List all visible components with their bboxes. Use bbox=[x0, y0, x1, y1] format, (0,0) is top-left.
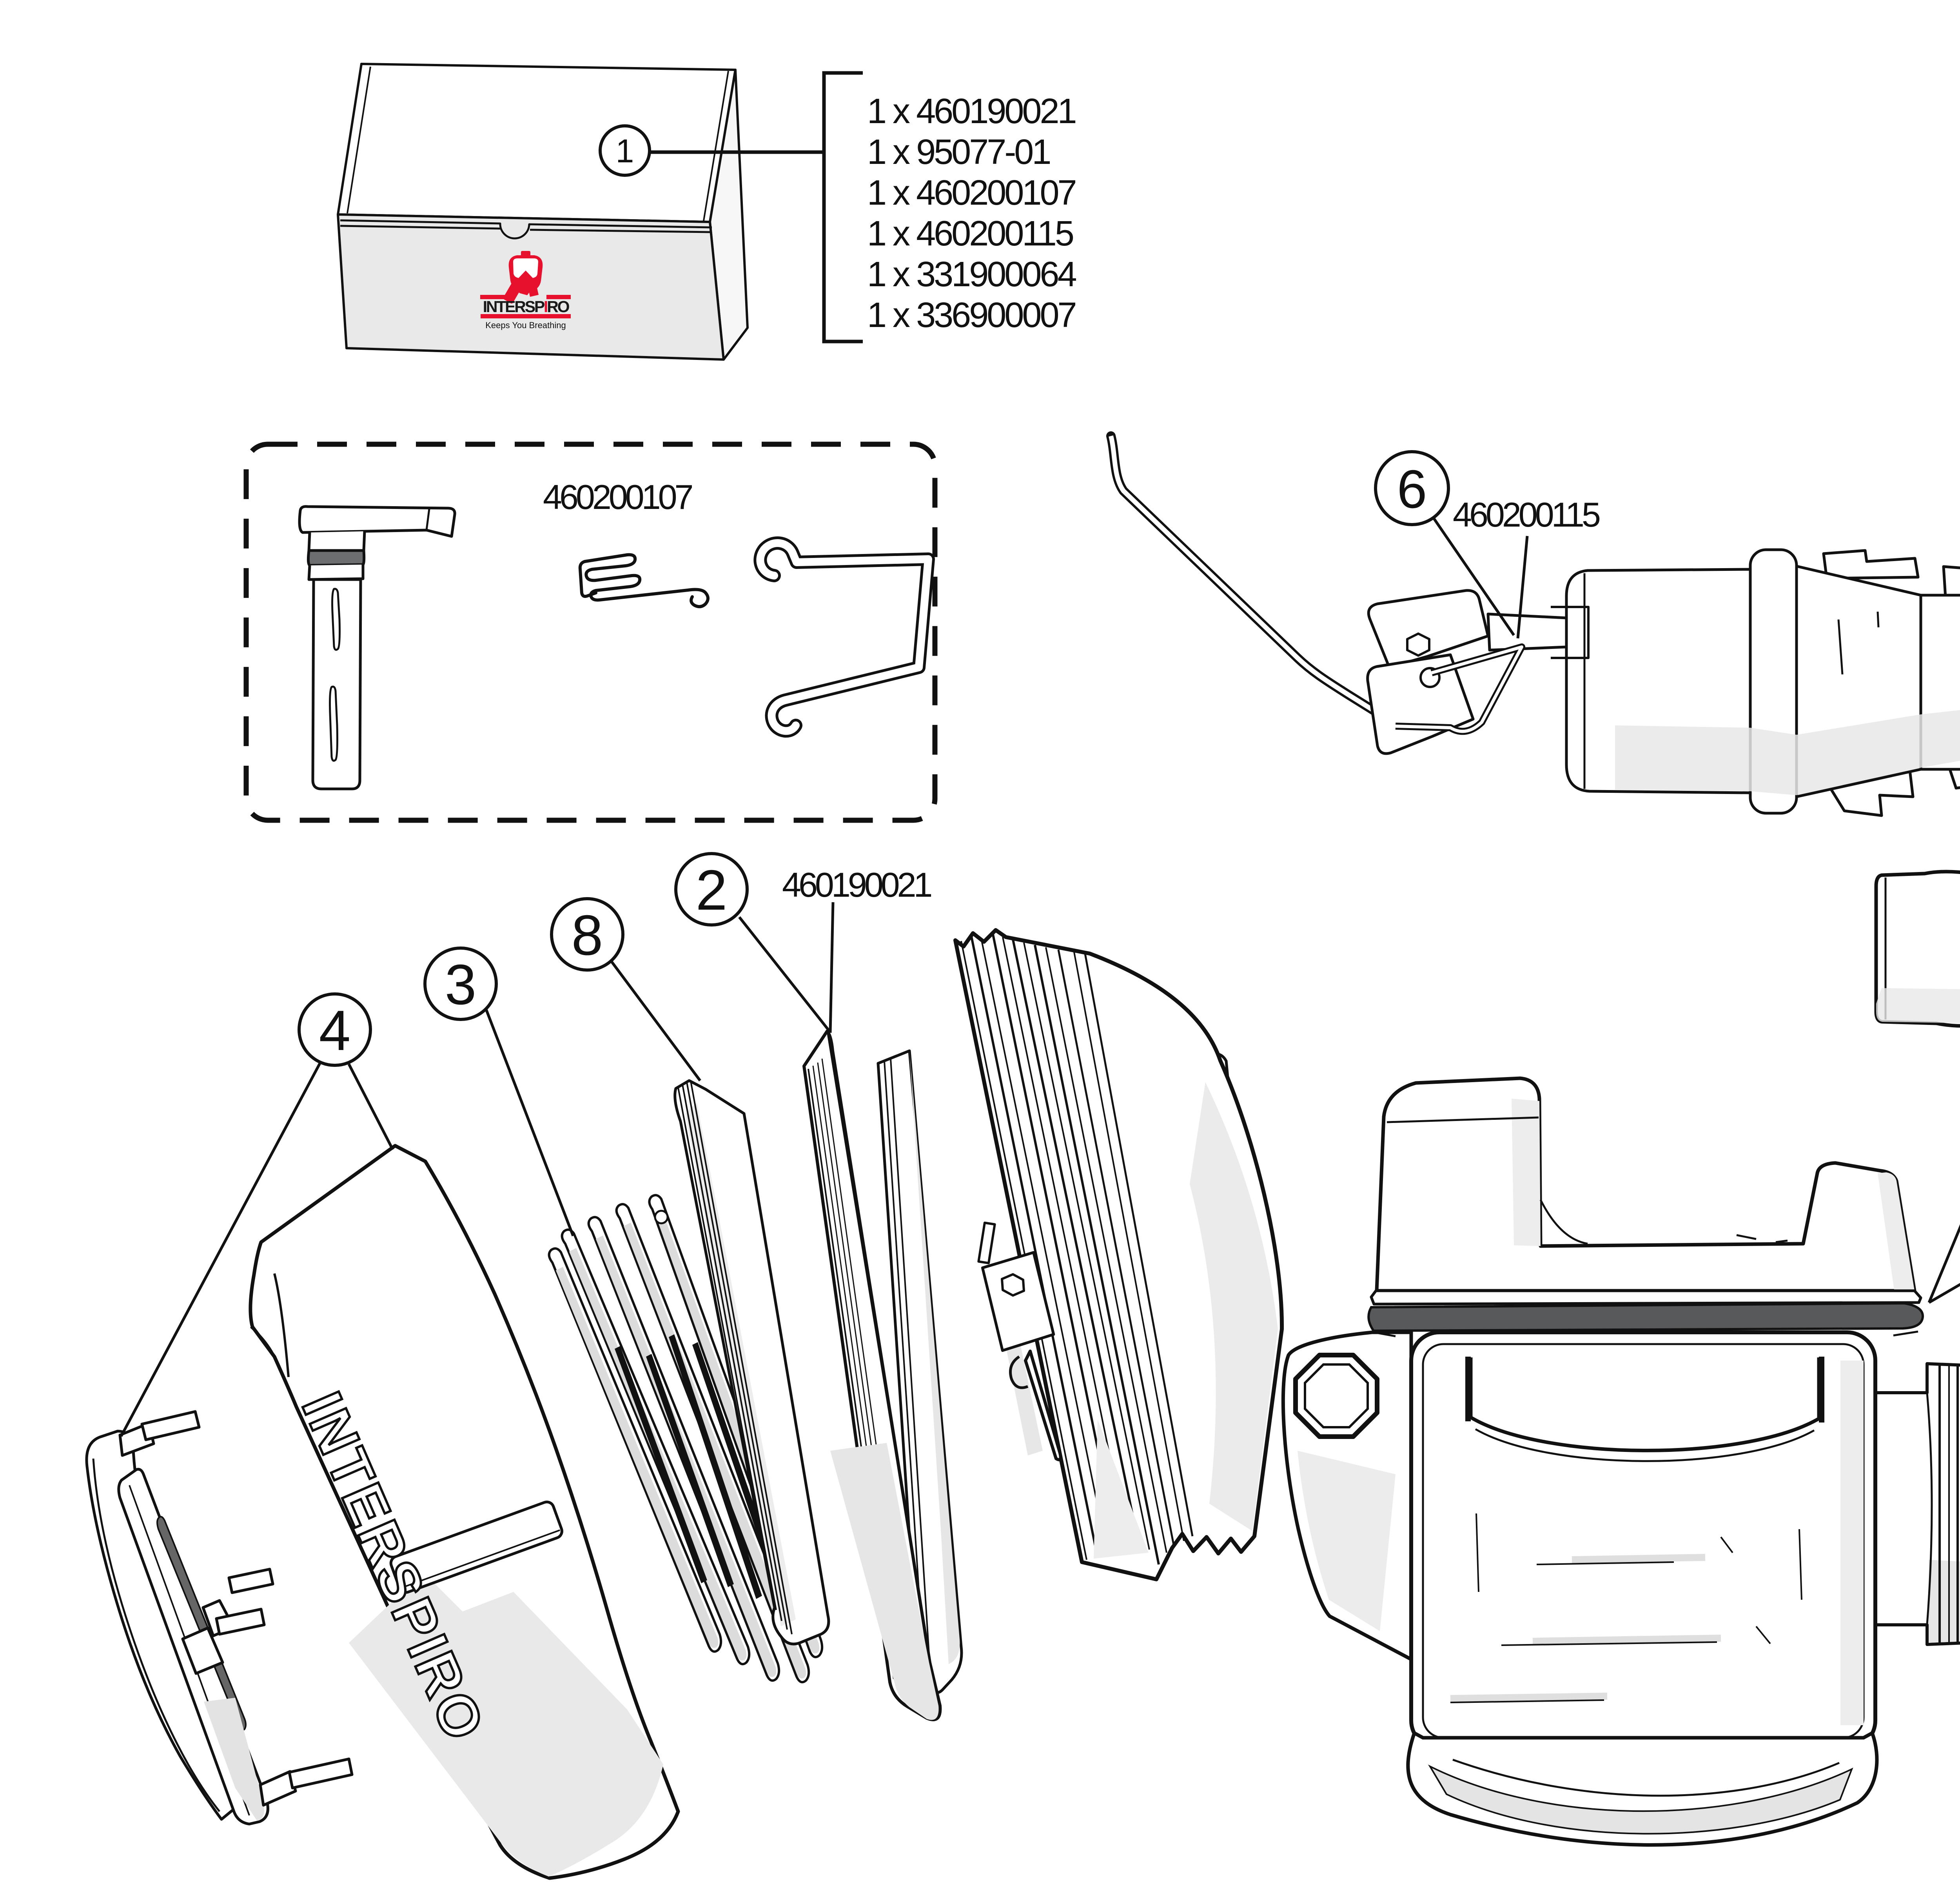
svg-text:1: 1 bbox=[616, 133, 634, 169]
svg-text:460190021: 460190021 bbox=[782, 865, 931, 904]
svg-text:1 x 460200107: 1 x 460200107 bbox=[867, 173, 1075, 213]
svg-text:460200115: 460200115 bbox=[1453, 495, 1600, 534]
svg-text:8: 8 bbox=[572, 903, 603, 967]
svg-text:1 x 336900007: 1 x 336900007 bbox=[867, 296, 1075, 335]
svg-text:1 x 95077-01: 1 x 95077-01 bbox=[867, 133, 1050, 172]
svg-text:3: 3 bbox=[445, 953, 477, 1016]
svg-text:6: 6 bbox=[1397, 459, 1427, 520]
svg-text:1 x 460200115: 1 x 460200115 bbox=[867, 214, 1073, 253]
svg-text:4: 4 bbox=[319, 999, 351, 1062]
svg-text:460200107: 460200107 bbox=[543, 478, 692, 516]
svg-text:1 x 460190021: 1 x 460190021 bbox=[867, 92, 1075, 131]
svg-text:1 x 331900064: 1 x 331900064 bbox=[867, 255, 1076, 294]
svg-text:2: 2 bbox=[696, 858, 728, 922]
svg-text:INTERSPIRO: INTERSPIRO bbox=[483, 298, 570, 316]
svg-text:Keeps You Breathing: Keeps You Breathing bbox=[485, 320, 566, 330]
